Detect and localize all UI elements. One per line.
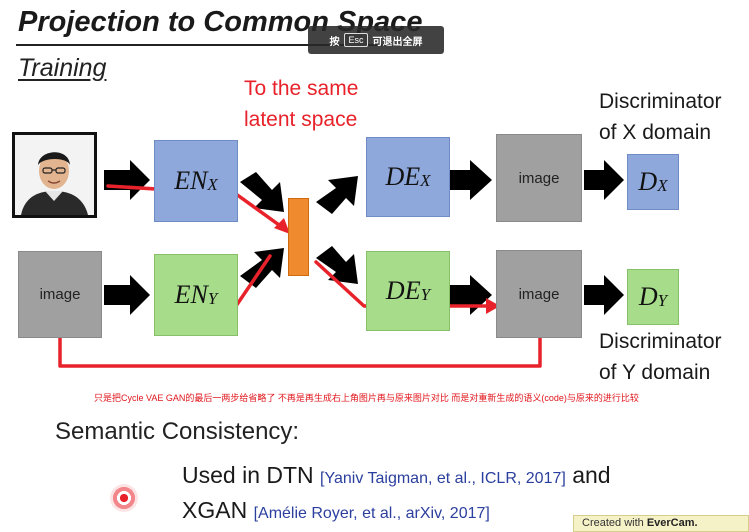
red-arrowhead-right bbox=[486, 298, 500, 314]
discriminator-y-subscript: Y bbox=[657, 291, 668, 310]
xgan-line: XGAN [Amélie Royer, et al., arXiv, 2017] bbox=[182, 497, 490, 524]
arrow-image-to-eny bbox=[104, 275, 150, 315]
used-in-text: Used in DTN bbox=[182, 462, 314, 488]
discriminator-x-subscript: X bbox=[657, 176, 668, 195]
decoder-x-label: DE bbox=[385, 162, 421, 191]
arrow-latent-to-dex bbox=[316, 176, 358, 214]
encoder-y-label: EN bbox=[174, 280, 208, 309]
press-text: 按 bbox=[329, 36, 340, 48]
discriminator-x-symbol: D bbox=[638, 167, 658, 196]
annotation-line-1: To the same bbox=[244, 77, 359, 100]
watermark-prefix: Created with bbox=[582, 517, 644, 529]
arrow-photo-to-enx bbox=[104, 160, 150, 200]
arrow-dey-to-image bbox=[448, 275, 492, 315]
discriminator-y-symbol: D bbox=[638, 282, 658, 311]
xgan-reference: [Amélie Royer, et al., arXiv, 2017] bbox=[253, 505, 490, 522]
encoder-y-subscript: Y bbox=[207, 289, 218, 308]
red-arrowhead-latent bbox=[274, 218, 290, 234]
slide-subtitle: Training bbox=[18, 54, 107, 82]
decoder-y-subscript: Y bbox=[420, 285, 431, 304]
caption-note: 只是把Cycle VAE GAN的最后一两步给省略了 不再是再生成右上角图片再与… bbox=[94, 393, 639, 403]
esc-key-badge: Esc bbox=[344, 33, 368, 47]
exit-fullscreen-text: 可退出全屏 bbox=[372, 36, 423, 48]
input-photo bbox=[12, 132, 97, 218]
arrow-image-to-dx bbox=[584, 160, 624, 200]
watermark-brand: EverCam. bbox=[646, 517, 698, 529]
arrow-dex-to-image bbox=[448, 160, 492, 200]
semantic-consistency-heading: Semantic Consistency: bbox=[55, 418, 300, 445]
disc-x-line-2: of X domain bbox=[599, 121, 712, 144]
and-text: and bbox=[572, 462, 611, 488]
title-divider bbox=[16, 44, 416, 46]
latent-annotation: To the same latent space bbox=[244, 73, 358, 135]
arrow-latent-to-dey bbox=[316, 246, 358, 284]
portrait-icon bbox=[15, 135, 94, 215]
discriminator-y-label: Discriminator of Y domain bbox=[599, 326, 722, 388]
image-input-box: image bbox=[18, 251, 102, 338]
disc-y-line-1: Discriminator bbox=[599, 330, 722, 353]
arrow-image-to-dy bbox=[584, 275, 624, 315]
encoder-x-subscript: X bbox=[207, 175, 218, 194]
image-output-y-box: image bbox=[496, 250, 582, 338]
used-in-line: Used in DTN [Yaniv Taigman, et al., ICLR… bbox=[182, 462, 611, 489]
discriminator-x-label: Discriminator of X domain bbox=[599, 86, 722, 148]
annotation-line-2: latent space bbox=[244, 108, 358, 131]
red-path-eny bbox=[234, 254, 272, 308]
red-path-feedback bbox=[58, 310, 542, 368]
latent-vector-box bbox=[288, 198, 309, 276]
disc-y-line-2: of Y domain bbox=[599, 361, 711, 384]
xgan-text: XGAN bbox=[182, 497, 248, 523]
laser-pointer-icon bbox=[110, 484, 138, 512]
evercam-watermark: Created with EverCam. bbox=[573, 515, 749, 532]
exit-fullscreen-banner[interactable]: 按 Esc 可退出全屏 bbox=[308, 26, 444, 54]
disc-x-line-1: Discriminator bbox=[599, 90, 722, 113]
encoder-x-label: EN bbox=[174, 166, 208, 195]
dtn-reference: [Yaniv Taigman, et al., ICLR, 2017] bbox=[320, 470, 566, 487]
red-path-latent-to-image bbox=[314, 260, 496, 308]
decoder-x-subscript: X bbox=[420, 171, 431, 190]
decoder-y-label: DE bbox=[385, 276, 421, 305]
arrow-enx-to-latent bbox=[240, 172, 284, 212]
image-output-x-box: image bbox=[496, 134, 582, 222]
